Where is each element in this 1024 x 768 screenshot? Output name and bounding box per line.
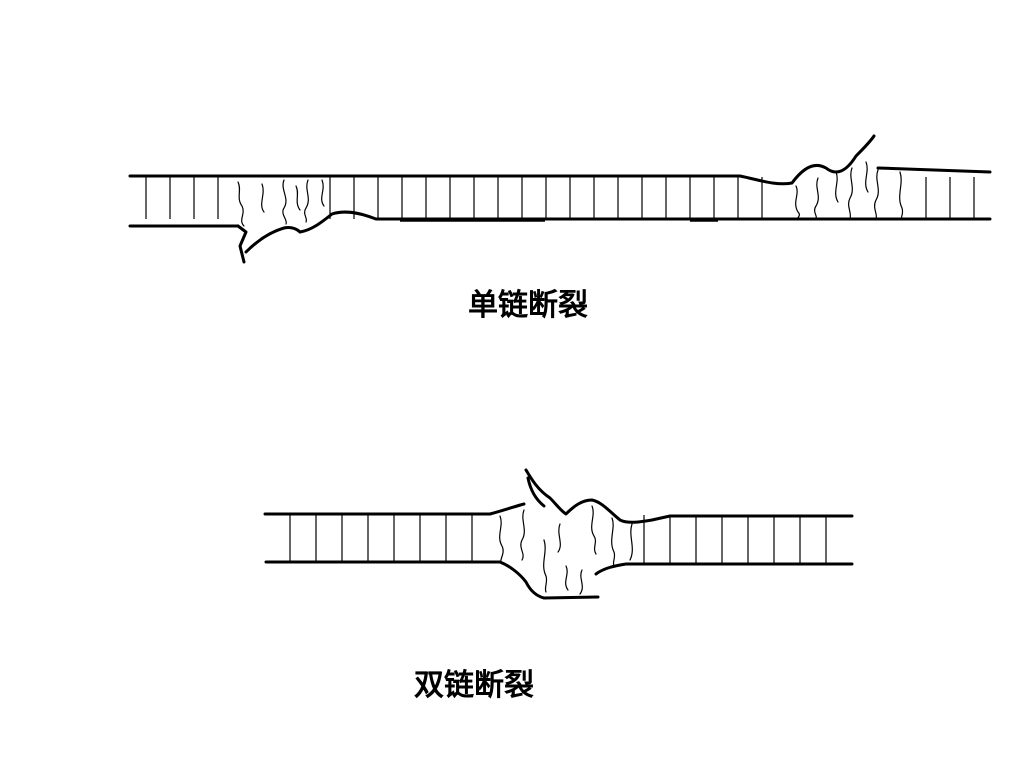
double-strand-break-label: 双链断裂 <box>414 668 534 703</box>
double-bottom-strand-right <box>594 562 854 576</box>
single-top-strand <box>128 134 992 186</box>
double-strand-break-figure <box>263 468 854 600</box>
double-tear-top <box>524 468 854 524</box>
single-tear-left <box>236 224 248 264</box>
single-frag-7 <box>795 185 800 220</box>
single-frag-1 <box>237 181 245 227</box>
single-strand-break-label: 单链断裂 <box>468 288 588 323</box>
double-frag-3 <box>543 539 548 593</box>
single-frag-5 <box>303 179 309 223</box>
single-frag-13 <box>899 171 904 220</box>
double-frag-4 <box>557 523 561 553</box>
double-rungs <box>289 515 827 563</box>
double-top-strand-left <box>263 502 526 516</box>
double-frag-7 <box>591 505 597 555</box>
single-frag-9 <box>835 171 839 203</box>
single-frag-12 <box>873 169 879 220</box>
double-frag-2 <box>520 509 525 561</box>
double-frag-1 <box>499 515 504 565</box>
double-bottom-strand-left <box>264 560 600 600</box>
single-rungs <box>145 177 975 219</box>
single-frag-2 <box>261 183 265 213</box>
single-tear-left-2 <box>244 226 302 254</box>
double-frag-9 <box>629 523 633 561</box>
single-frag-8 <box>813 177 819 220</box>
double-frag-8 <box>611 517 616 567</box>
single-frag-3 <box>282 179 287 225</box>
double-frag-6 <box>579 569 583 595</box>
single-bottom-strand-break <box>298 210 992 234</box>
single-strand-break-figure <box>128 134 992 264</box>
double-frag-5 <box>565 565 569 591</box>
double-tear-top-2 <box>526 476 546 508</box>
single-frag-6 <box>321 179 325 207</box>
single-frag-10 <box>847 167 853 220</box>
single-frag-11 <box>865 161 869 193</box>
single-frag-4 <box>295 185 301 211</box>
